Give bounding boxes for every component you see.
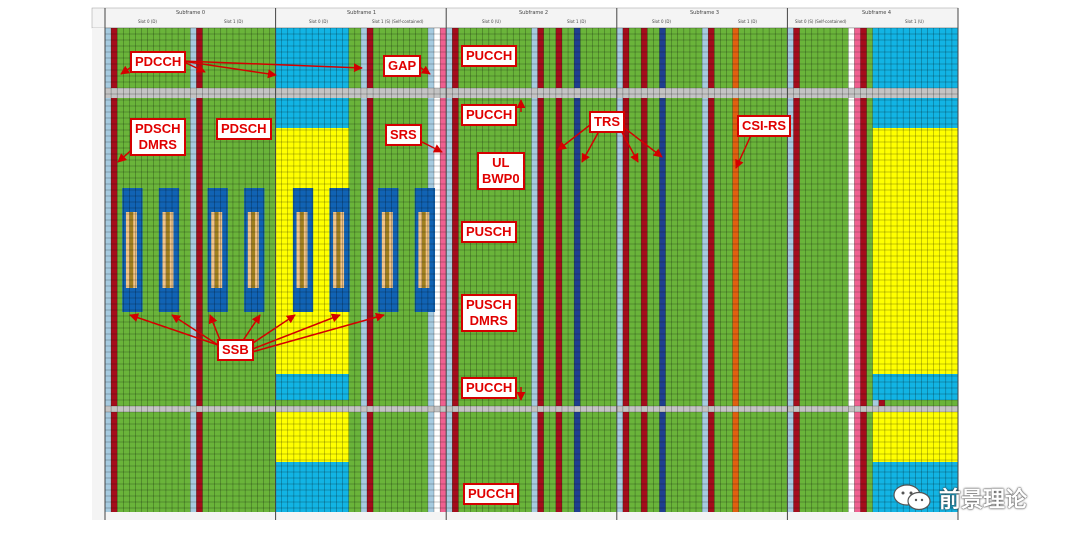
trs-label: TRS — [589, 111, 625, 133]
ssb-core — [300, 212, 304, 288]
csi-rs-arrow — [735, 132, 753, 169]
slot-3-1-title: Slot 1 (D) — [738, 19, 757, 24]
ssb-core — [385, 212, 390, 288]
column-guard — [616, 28, 623, 512]
column-trs — [574, 28, 581, 512]
ssb-arrow — [249, 313, 341, 351]
column-trs — [659, 28, 666, 512]
column-gap — [434, 28, 441, 512]
pucch-region-top — [275, 28, 349, 88]
column-pdcch — [860, 28, 867, 512]
pusch-region-lower — [275, 412, 349, 462]
pusch-label: PUSCH — [461, 221, 517, 243]
column-pdcch — [793, 28, 800, 512]
slot-0-0-title: Slot 0 (D) — [138, 19, 157, 24]
ssb-core — [336, 212, 341, 288]
ul-bwp0-label: UL BWP0 — [477, 152, 525, 190]
wechat-icon — [893, 484, 931, 511]
column-pdcch — [196, 28, 203, 512]
column-gap — [848, 28, 855, 512]
column-srs — [440, 28, 447, 512]
column-pdcch — [111, 28, 118, 512]
column-pdcch — [537, 28, 544, 512]
pucch-region-2b — [872, 98, 958, 128]
pucch-region-bottom — [275, 462, 349, 512]
srs-arrow — [417, 139, 443, 153]
pusch-region-lower-2 — [872, 412, 958, 462]
band-separator — [105, 406, 958, 412]
pdcch-label: PDCCH — [130, 51, 187, 73]
pucch-region-3b — [872, 374, 958, 400]
column-pdcch — [366, 28, 374, 512]
ssb-label: SSB — [217, 339, 254, 361]
srs-label: SRS — [385, 124, 422, 146]
pdcch-arrow — [181, 60, 363, 73]
ssb-arrow — [251, 312, 385, 353]
trs-arrow — [617, 122, 663, 158]
column-pdcch — [555, 28, 562, 512]
column-pdcch — [708, 28, 715, 512]
slot-4-1-title: Slot 1 (U) — [905, 19, 924, 24]
column-guard — [702, 28, 709, 512]
slot-2-0-title: Slot 0 (U) — [482, 19, 501, 24]
pucch-region-3 — [275, 374, 349, 400]
pucch-label-3: PUCCH — [461, 377, 518, 399]
watermark-text: 前景理论 — [939, 488, 1028, 513]
pdsch-label: PDSCH — [216, 118, 272, 140]
ssb-core — [422, 212, 426, 288]
pdcch-arrow — [181, 60, 277, 79]
column-guard — [531, 28, 538, 512]
slot-1-1-title: Slot 1 (S) (Self-contained) — [372, 19, 424, 24]
subframe-0-title: Subframe 0 — [176, 10, 206, 16]
row-index-column — [92, 28, 105, 512]
column-guard — [787, 28, 794, 512]
pucch-label-bottom: PUCCH — [463, 483, 520, 505]
slot-2-1-title: Slot 1 (D) — [567, 19, 586, 24]
slot-3-0-title: Slot 0 (D) — [652, 19, 671, 24]
slot-1-0-title: Slot 0 (D) — [309, 19, 328, 24]
pucch-region-2 — [275, 98, 349, 128]
column-csi — [732, 28, 739, 512]
pusch-region-2 — [872, 128, 958, 374]
ssb-core — [251, 212, 256, 288]
pusch-dmrs-label: PUSCH DMRS — [461, 294, 517, 332]
ssb-arrow — [171, 314, 219, 346]
trs-arrow — [581, 132, 599, 163]
pucch-label-top: PUCCH — [461, 45, 518, 67]
column-pdcch — [452, 28, 459, 512]
ssb-arrow — [249, 314, 296, 346]
csi-rs-label: CSI-RS — [737, 115, 792, 137]
column-pdcch — [641, 28, 648, 512]
trs-arrow — [557, 124, 591, 151]
subframe-3-title: Subframe 3 — [690, 10, 720, 16]
pdsch-dmrs-label: PDSCH DMRS — [130, 118, 186, 156]
ssb-core — [214, 212, 219, 288]
slot-0-1-title: Slot 1 (D) — [224, 19, 243, 24]
ssb-arrow — [129, 313, 219, 346]
column-index-row — [92, 512, 958, 520]
pucch-region-top-2 — [872, 28, 958, 88]
column-guard — [360, 28, 367, 512]
ssb-core — [129, 212, 134, 288]
watermark: 前景理论 — [893, 482, 1027, 514]
pucch-label-2: PUCCH — [461, 104, 518, 126]
column-pdcch — [622, 28, 629, 512]
subframe-4-title: Subframe 4 — [862, 10, 892, 16]
slot-4-0-title: Slot 0 (S) (Self-contained) — [795, 19, 847, 24]
subframe-2-title: Subframe 2 — [519, 10, 549, 16]
ssb-core — [166, 212, 170, 288]
column-guard — [190, 28, 197, 512]
gap-label: GAP — [383, 55, 422, 77]
column-guard — [105, 28, 112, 512]
column-guard — [446, 28, 453, 512]
band-separator — [105, 88, 958, 98]
column-srs — [854, 28, 861, 512]
subframe-1-title: Subframe 1 — [347, 10, 377, 16]
